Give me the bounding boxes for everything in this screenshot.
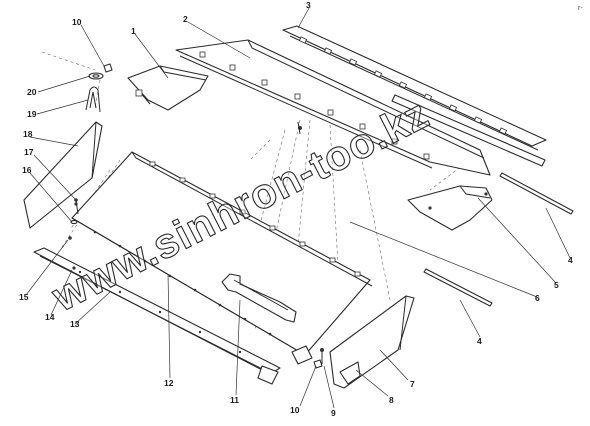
part-8-lower-right-plate	[339, 361, 361, 385]
callout-18: 18	[23, 129, 33, 139]
callout-15: 15	[19, 292, 29, 302]
part-20-washer	[88, 72, 104, 80]
part-7-lower-right-panel	[329, 295, 415, 389]
callout-10-bottom: 10	[290, 405, 300, 415]
callout-19: 19	[27, 109, 37, 119]
callout-14: 14	[45, 312, 55, 322]
part-19-u-bolt	[85, 86, 101, 113]
part-17-bolt	[74, 198, 79, 215]
callout-1: 1	[131, 26, 136, 36]
callout-12: 12	[164, 378, 174, 388]
callout-11: 11	[230, 395, 239, 405]
callout-2: 2	[183, 14, 188, 24]
part-16-washer	[70, 219, 78, 225]
part-12-floor-panel	[71, 151, 373, 365]
callout-6: 6	[535, 293, 540, 303]
part-13-front-strip	[33, 247, 281, 385]
part-9-bolt	[320, 348, 324, 364]
part-10-nut-top	[103, 63, 113, 73]
part-4-rod-right	[499, 172, 574, 215]
callout-5: 5	[554, 280, 559, 290]
part-11-handle	[221, 273, 297, 323]
callout-10-top: 10	[72, 17, 82, 27]
part-14-bolt	[72, 266, 76, 270]
part-4-rod-middle	[423, 268, 493, 307]
part-3-top-strip	[282, 25, 547, 167]
callout-17: 17	[24, 147, 34, 157]
part-18-left-panel	[23, 121, 103, 229]
callout-20: 20	[27, 87, 37, 97]
leader-lines	[25, 7, 571, 409]
part-10-nut-bottom	[313, 359, 323, 369]
callout-4-right: 4	[568, 255, 573, 265]
callout-9: 9	[331, 408, 336, 418]
part-1-side-sheet	[127, 65, 209, 111]
callout-13: 13	[70, 319, 80, 329]
part-15-nut	[68, 236, 72, 240]
corner-mark: r-	[578, 5, 583, 12]
callout-3: 3	[306, 0, 311, 10]
callout-4-middle: 4	[477, 336, 482, 346]
part-2-rear-panel	[175, 39, 491, 176]
callouts: 1 2 3 4 4 5 6 7 8 9 10 10 11 12 13 14 15…	[19, 0, 573, 418]
callout-16: 16	[22, 165, 32, 175]
callout-7: 7	[410, 379, 415, 389]
part-5-right-sheet	[407, 185, 493, 231]
callout-8: 8	[389, 395, 394, 405]
